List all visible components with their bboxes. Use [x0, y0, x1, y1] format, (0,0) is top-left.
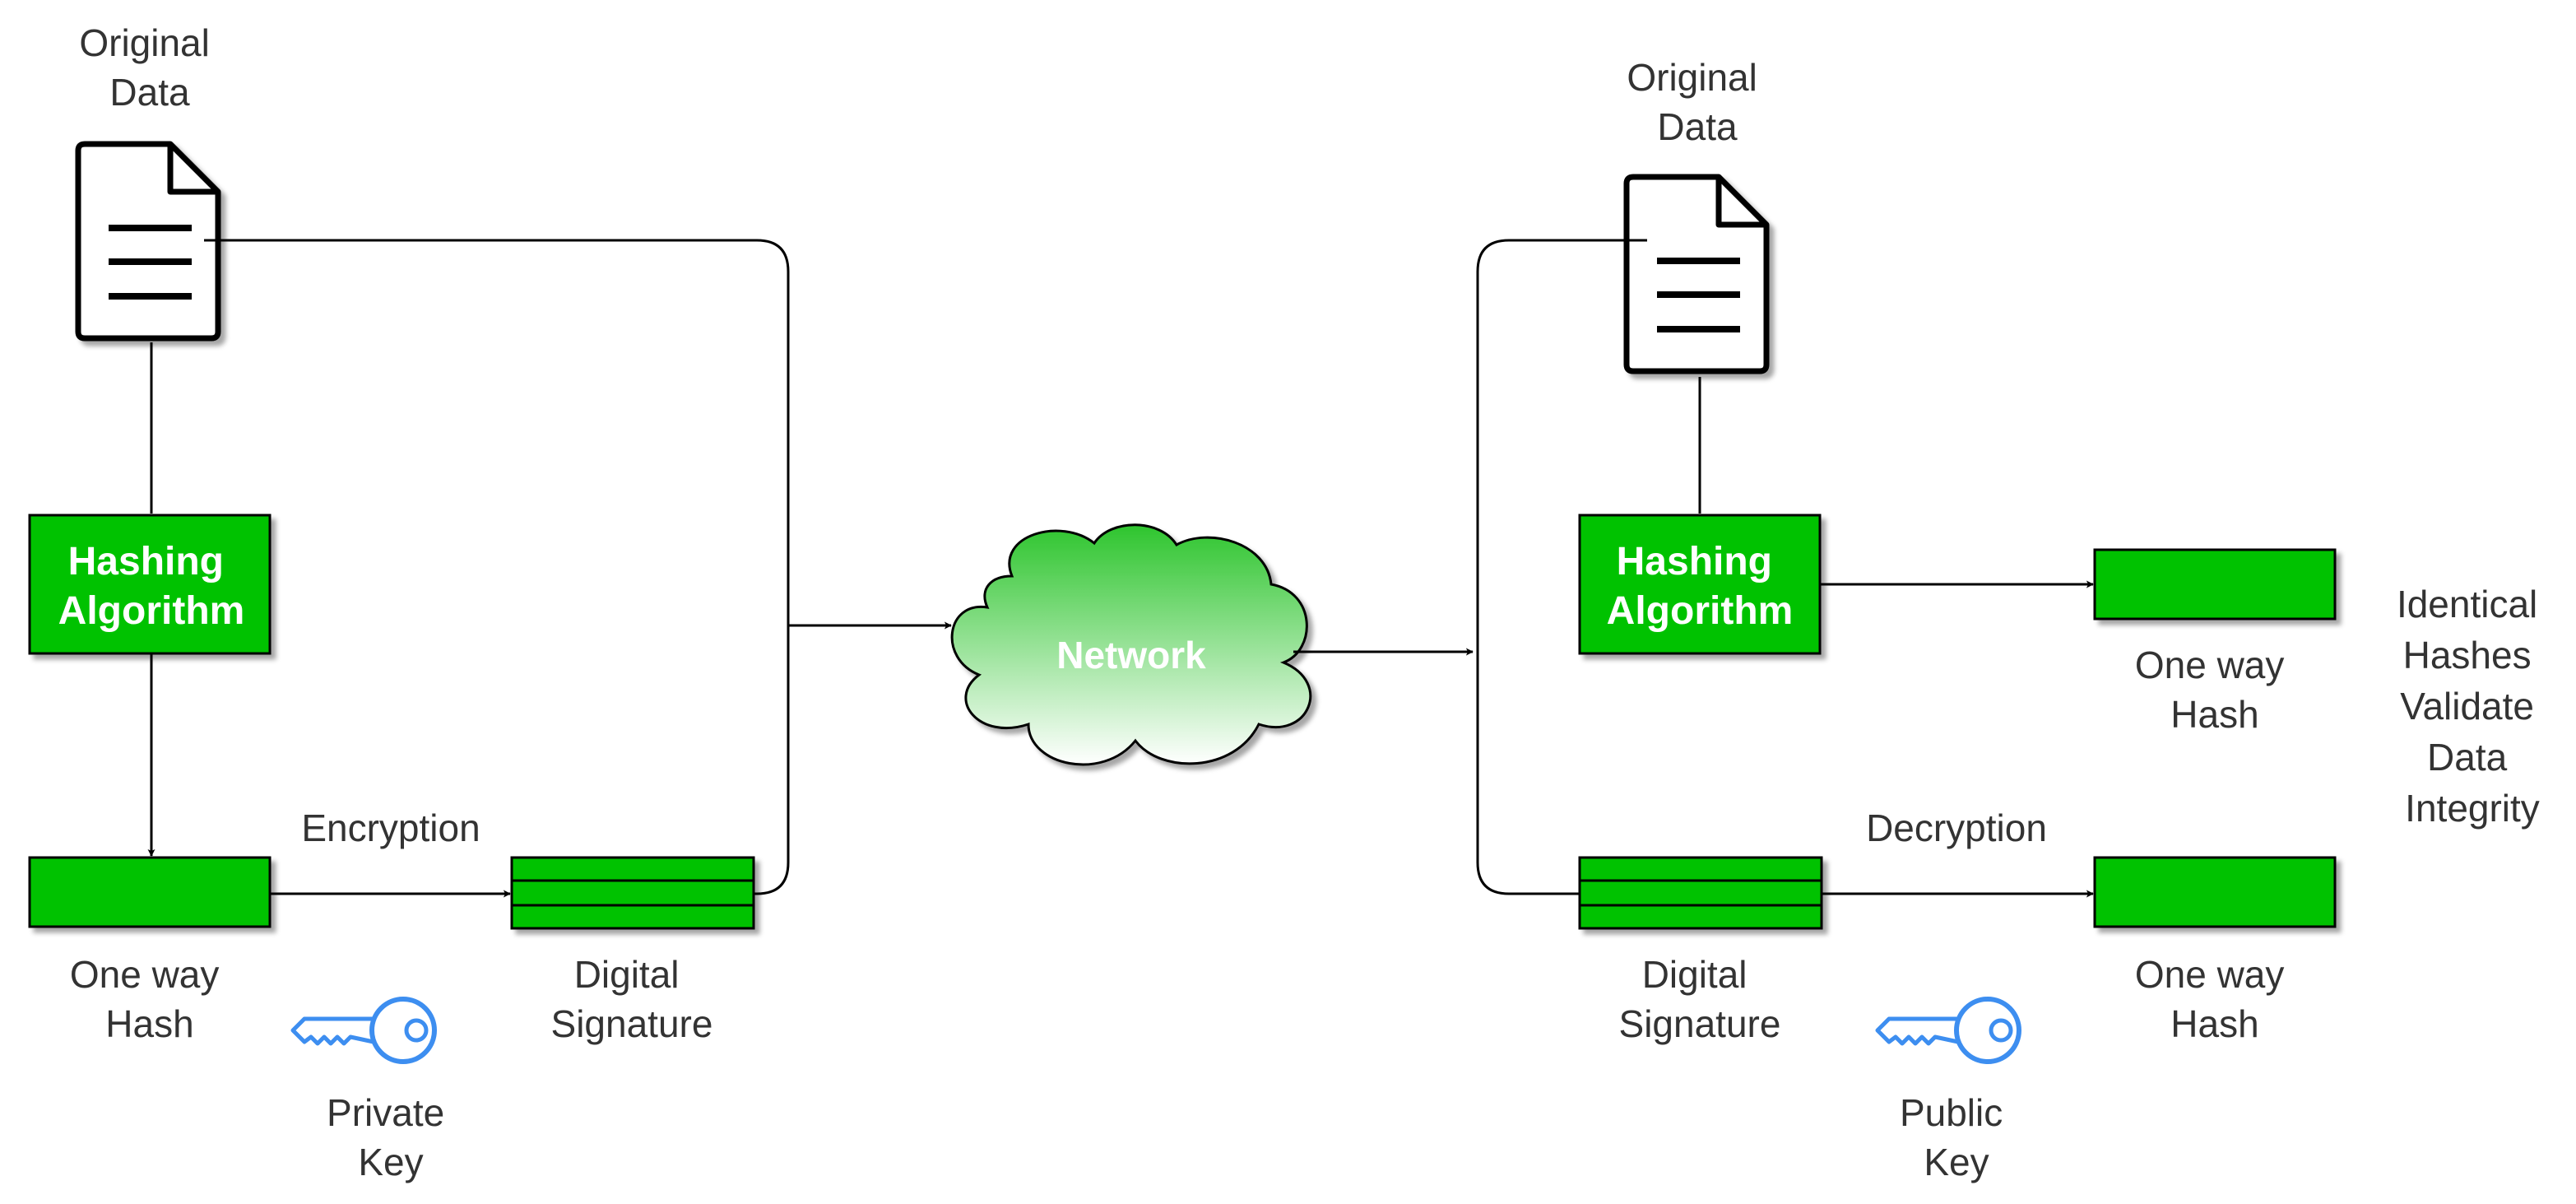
receiver-document-label: Original Data [1627, 56, 1767, 148]
receiver-one-way-hash-top-box [2093, 548, 2337, 621]
receiver-hashing-algorithm-box: Hashing Algorithm [1578, 514, 1822, 655]
receiver-digital-signature-box [1578, 856, 1823, 930]
receiver-side: Original Data Hashing Algorithm One way … [1476, 56, 2337, 1183]
receiver-signature-label: Digital Signature [1619, 953, 1781, 1045]
edge-doc-to-network [204, 239, 790, 895]
network-cloud: Network [950, 523, 1312, 766]
sender-hashing-algorithm-box: Hashing Algorithm [28, 514, 272, 655]
sender-side: Original Data Hashing Algorithm One way … [28, 21, 952, 1183]
decryption-label: Decryption [1866, 807, 2047, 849]
sender-hash-label: One way Hash [70, 953, 230, 1045]
svg-text:Hashing Algorithm: Hashing Algorithm [58, 540, 245, 633]
receiver-hash-top-label: One way Hash [2135, 644, 2295, 736]
sender-signature-label: Digital Signature [551, 953, 713, 1045]
document-icon [75, 141, 221, 342]
document-icon [1623, 174, 1770, 374]
encryption-label: Encryption [301, 807, 480, 849]
cloud-icon [950, 523, 1312, 766]
svg-text:Hashing Algorithm: Hashing Algorithm [1607, 540, 1794, 633]
sender-document-label: Original Data [79, 21, 220, 114]
key-icon [290, 997, 437, 1064]
edge-receiver-split [1476, 239, 1647, 895]
sender-digital-signature-box [510, 856, 755, 930]
receiver-hash-bottom-label: One way Hash [2135, 953, 2295, 1045]
sender-one-way-hash-box [28, 856, 272, 928]
key-icon [1875, 997, 2021, 1064]
public-key-label: Public Key [1900, 1091, 2013, 1183]
network-label: Network [1056, 634, 1206, 676]
receiver-one-way-hash-bottom-box [2093, 856, 2337, 928]
private-key-label: Private Key [327, 1091, 455, 1183]
integrity-note: Identical Hashes Validate Data Integrity [2397, 583, 2548, 830]
